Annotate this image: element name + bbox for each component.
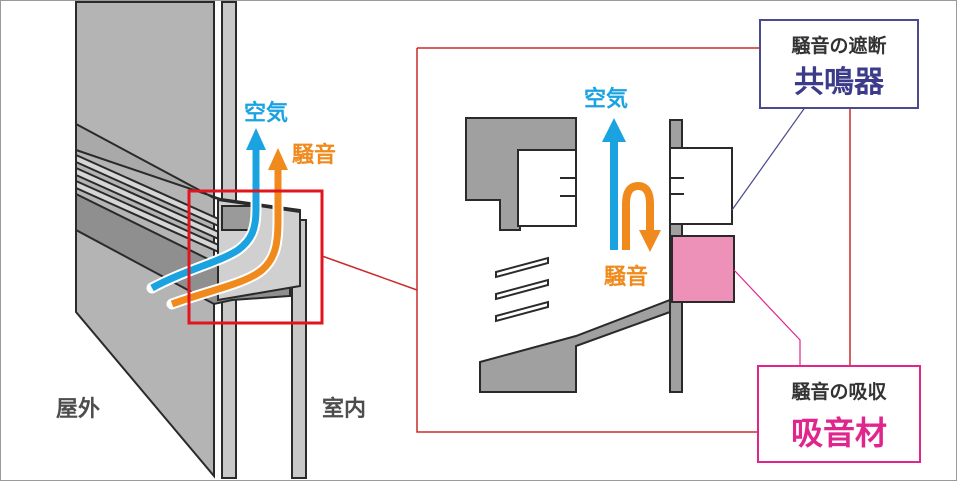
label-outdoor: 屋外	[56, 396, 100, 422]
resonator-callout: 騒音の遮断 共鳴器	[759, 19, 919, 109]
perspective-view	[75, 1, 324, 479]
detail-upper-notch	[517, 149, 577, 227]
detail-noise-arrow	[622, 181, 654, 250]
detail-lower-wedge	[479, 298, 671, 393]
resonator-element	[669, 147, 733, 225]
vent-duct-inner	[221, 205, 253, 231]
detail-highlight-box	[187, 189, 324, 325]
resonator-caption: 騒音の遮断	[791, 34, 886, 57]
absorber-title: 吸音材	[791, 414, 887, 452]
label-noise-left: 騒音	[292, 142, 336, 168]
label-indoor: 室内	[322, 396, 366, 422]
absorber-caption: 騒音の吸収	[791, 380, 887, 403]
zoom-leader-lines	[321, 47, 851, 433]
resonator-leader	[731, 105, 807, 211]
absorber-callout: 騒音の吸収 吸音材	[757, 365, 921, 463]
resonator-title: 共鳴器	[794, 65, 885, 100]
air-arrow-head	[246, 128, 266, 150]
noise-arrow-head	[268, 148, 288, 170]
absorber-leader	[733, 269, 801, 370]
label-air-left: 空気	[244, 100, 288, 126]
absorber-element	[671, 235, 735, 303]
detail-louvers	[495, 256, 549, 323]
detail-view	[465, 117, 735, 393]
label-air-right: 空気	[584, 86, 628, 112]
label-noise-right: 騒音	[604, 264, 648, 290]
detail-upper-block	[465, 117, 577, 231]
